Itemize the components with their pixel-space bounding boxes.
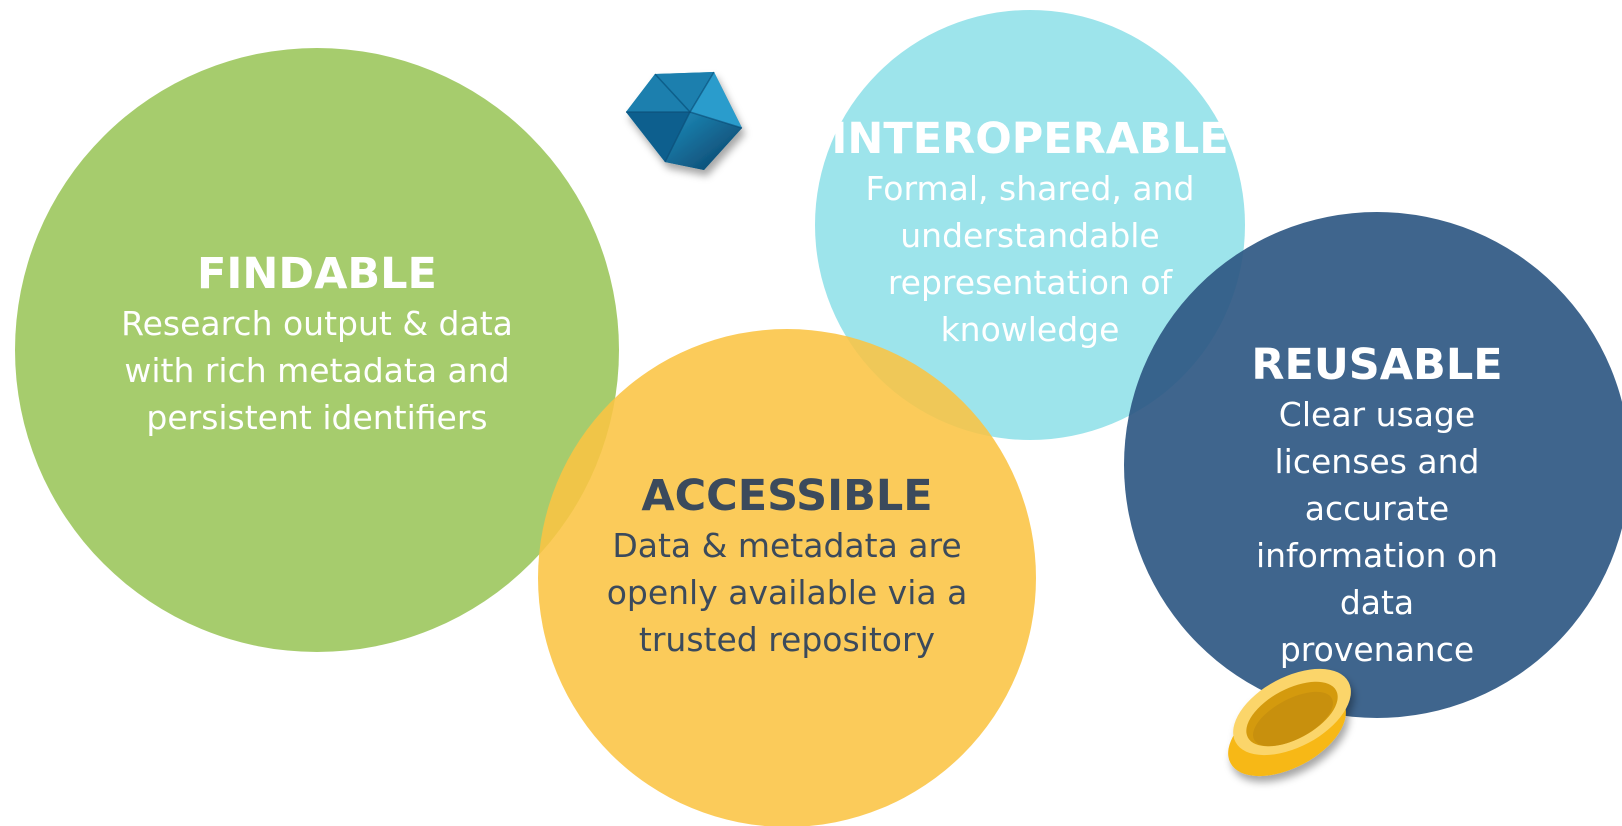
interoperable-title: INTEROPERABLE: [831, 114, 1229, 164]
accessible-desc-line-3: trusted repository: [638, 620, 936, 659]
accessible-label: ACCESSIBLE Data & metadata are openly av…: [607, 470, 968, 663]
interoperable-desc-line-3: representation of: [887, 263, 1173, 302]
reusable-desc-line-2: accurate information on: [1255, 489, 1499, 575]
interoperable-desc-line-4: knowledge: [940, 310, 1120, 349]
findable-label: FINDABLE Research output & data with ric…: [121, 248, 513, 441]
findable-desc-line-2: with rich metadata and: [124, 351, 510, 390]
interoperable-desc-line-1: Formal, shared, and: [865, 169, 1195, 208]
blue-polyhedron-icon: [626, 71, 743, 170]
interoperable-desc-line-2: understandable: [900, 216, 1160, 255]
reusable-label: REUSABLE Clear usage licenses and accura…: [1251, 339, 1502, 673]
interoperable-label: INTEROPERABLE Formal, shared, and unders…: [831, 113, 1228, 353]
accessible-title: ACCESSIBLE: [641, 471, 933, 521]
reusable-title: REUSABLE: [1251, 340, 1503, 390]
accessible-desc-line-2: openly available via a: [606, 573, 968, 612]
findable-desc-line-3: persistent identifiers: [146, 398, 488, 437]
findable-desc-line-1: Research output & data: [121, 304, 513, 343]
reusable-desc-line-1: Clear usage licenses and: [1274, 395, 1480, 481]
reusable-desc-line-3: data provenance: [1279, 583, 1475, 669]
accessible-desc-line-1: Data & metadata are: [612, 526, 962, 565]
findable-title: FINDABLE: [197, 249, 437, 299]
